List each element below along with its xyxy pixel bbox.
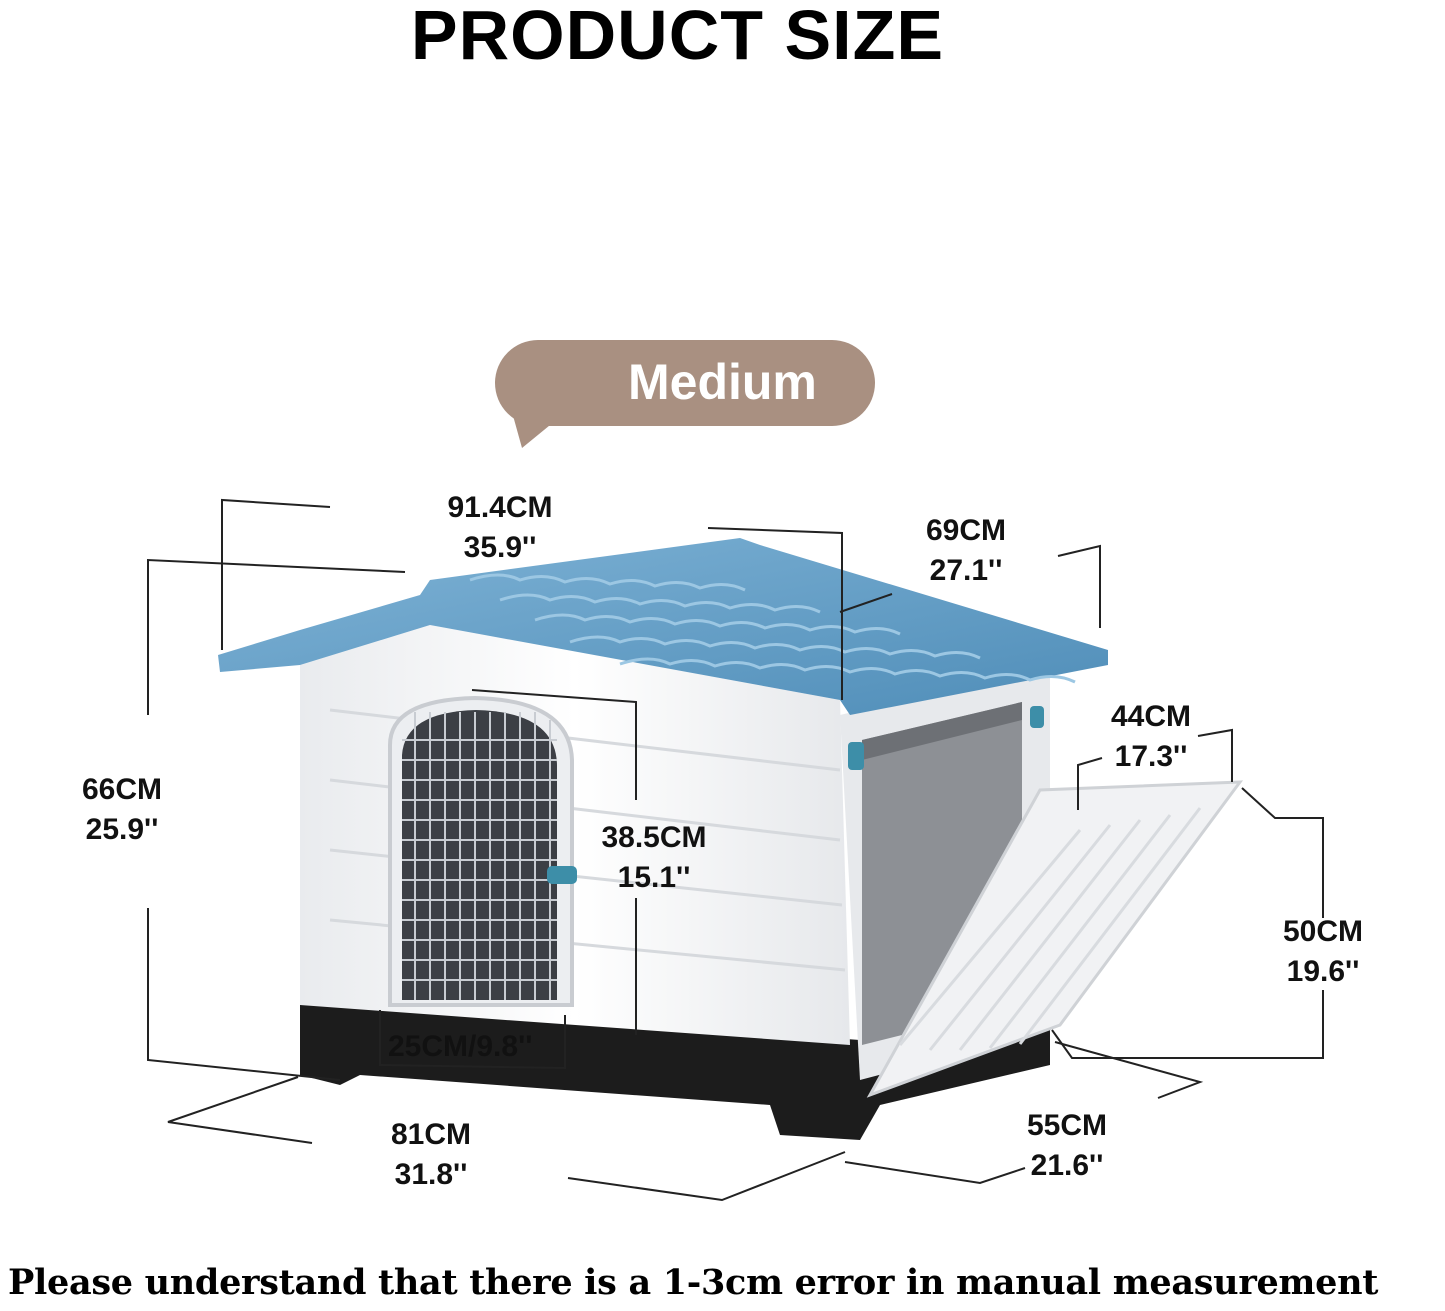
side-door-width-inch: 17.3'': [1114, 740, 1188, 773]
side-door-height-cm: 50CM: [1282, 915, 1364, 948]
roof-length-inch: 35.9'': [463, 531, 537, 564]
measurement-footnote: Please understand that there is a 1-3cm …: [8, 1262, 1379, 1303]
base-depth-cm: 55CM: [1026, 1109, 1108, 1142]
side-door-width-cm: 44CM: [1110, 700, 1192, 733]
size-badge-label: Medium: [628, 354, 817, 410]
base-length-label: 81CM 31.8'': [372, 1115, 490, 1195]
house-front-wall: [300, 625, 850, 1045]
house-base: [300, 1000, 1050, 1140]
side-door-height-label: 50CM 19.6'': [1268, 912, 1378, 992]
door-height-inch: 15.1'': [617, 861, 691, 894]
base-depth-label: 55CM 21.6'': [1008, 1106, 1126, 1186]
dimension-lines: [147, 498, 1324, 1202]
side-door-flap: [848, 706, 1244, 1098]
door-height-cm: 38.5CM: [601, 821, 707, 854]
front-door: [388, 695, 577, 1007]
roof-depth-inch: 27.1'': [929, 554, 1003, 587]
page-title: PRODUCT SIZE: [410, 0, 945, 74]
size-badge-tail: [512, 412, 566, 448]
base-length-cm: 81CM: [390, 1118, 472, 1151]
total-height-inch: 25.9'': [85, 813, 159, 846]
roof-depth-label: 69CM 27.1'': [906, 511, 1026, 591]
roof-length-cm: 91.4CM: [447, 491, 553, 524]
side-door-width-label: 44CM 17.3'': [1096, 697, 1206, 777]
base-depth-inch: 21.6'': [1030, 1149, 1104, 1182]
door-latch: [547, 866, 577, 884]
side-door-height-inch: 19.6'': [1286, 955, 1360, 988]
side-latch: [848, 742, 864, 770]
side-latch-upper: [1030, 706, 1044, 728]
size-badge: [495, 340, 875, 426]
door-width-label: 25CM/9.8'': [388, 1030, 533, 1063]
base-length-inch: 31.8'': [394, 1158, 468, 1191]
total-height-cm: 66CM: [81, 773, 163, 806]
roof-depth-cm: 69CM: [925, 514, 1007, 547]
door-height-label: 38.5CM 15.1'': [590, 818, 718, 898]
total-height-label: 66CM 25.9'': [62, 770, 182, 850]
house-roof: [218, 538, 1108, 715]
roof-length-label: 91.4CM 35.9'': [430, 488, 570, 568]
